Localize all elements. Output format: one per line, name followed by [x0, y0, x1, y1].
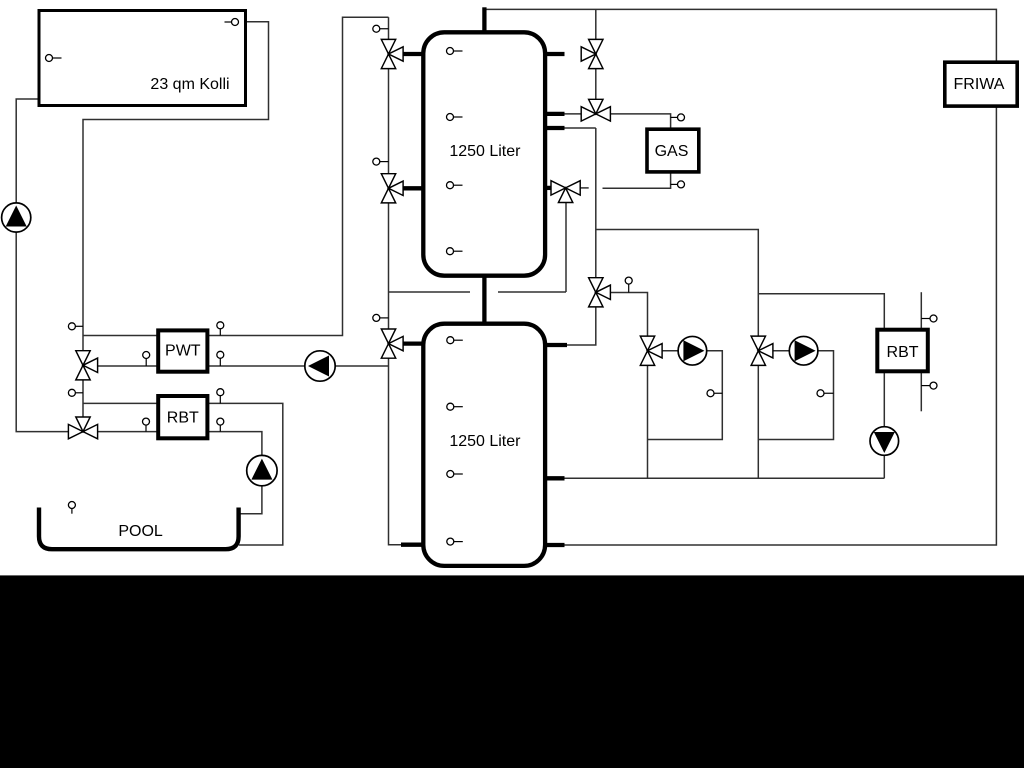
svg-text:RBT: RBT: [167, 410, 199, 427]
svg-text:1250 Liter: 1250 Liter: [449, 143, 521, 160]
svg-text:POOL: POOL: [118, 523, 163, 540]
svg-text:PWT: PWT: [165, 343, 201, 360]
svg-text:23 qm Kolli: 23 qm Kolli: [150, 76, 229, 93]
svg-text:FRIWA: FRIWA: [954, 76, 1005, 93]
svg-text:GAS: GAS: [655, 143, 689, 160]
svg-text:RBT: RBT: [887, 344, 919, 361]
svg-text:1250 Liter: 1250 Liter: [449, 433, 521, 450]
